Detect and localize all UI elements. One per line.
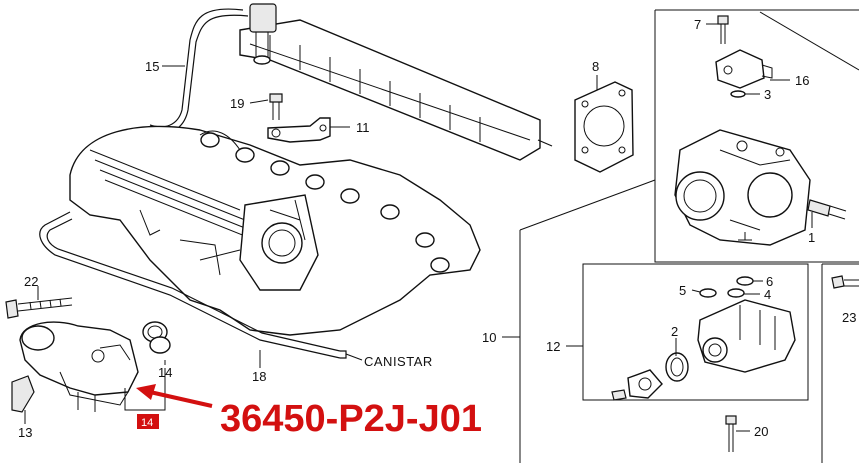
callout-18: 15 <box>145 59 159 74</box>
highlight-arrowhead <box>136 384 156 400</box>
callout-11: 11 <box>356 120 370 135</box>
callout-8: 8 <box>592 59 599 74</box>
screw-1 <box>807 199 847 220</box>
callout-7: 7 <box>694 17 701 32</box>
canister-label: CANISTAR <box>364 354 433 369</box>
screw-7 <box>717 15 729 44</box>
callout-labels: 15 19 11 8 7 16 3 1 10 12 2 5 4 6 20 23 … <box>18 17 856 440</box>
callout-12: 12 <box>546 339 560 354</box>
callout-20: 19 <box>230 96 244 111</box>
callout-6: 6 <box>766 274 773 289</box>
callout-21: 20 <box>754 424 768 439</box>
bolt-22 <box>5 297 73 319</box>
gasket-15 <box>142 321 171 354</box>
callout-5: 5 <box>679 283 686 298</box>
callout-4: 4 <box>764 287 771 302</box>
bolt-21 <box>725 415 737 452</box>
callout-19: 18 <box>252 369 266 384</box>
highlight-arrow <box>149 390 213 408</box>
intake-manifold <box>69 125 481 336</box>
callout-3: 3 <box>764 87 771 102</box>
iac-valve-assembly <box>11 321 139 413</box>
callout-1: 1 <box>808 230 815 245</box>
callout-14-badge <box>137 414 159 429</box>
callout-16: 16 <box>795 73 809 88</box>
fuel-rail <box>239 3 553 161</box>
throttle-body <box>674 129 811 246</box>
sensor-16 <box>715 49 773 89</box>
gasket-8 <box>574 81 634 173</box>
callout-2: 2 <box>671 324 678 339</box>
callout-10: 10 <box>482 330 496 345</box>
hose-18 <box>149 8 249 135</box>
highlight-part-number: 36450-P2J-J01 <box>220 398 482 440</box>
callout-13: 13 <box>18 425 32 440</box>
callout-23: 23 <box>842 310 856 325</box>
bolt-20 <box>269 93 283 120</box>
iac-subassembly <box>611 276 796 401</box>
leader-lines <box>24 23 813 432</box>
callout-14: 14 <box>141 417 153 429</box>
o-ring-3 <box>730 90 746 98</box>
bolt-23 <box>831 275 859 289</box>
bracket-11 <box>267 117 331 143</box>
assembly-frames <box>519 9 859 463</box>
highlight-part: 14 36450-P2J-J01 <box>136 384 482 440</box>
callout-22: 22 <box>24 274 38 289</box>
callout-15: 14 <box>158 365 172 380</box>
